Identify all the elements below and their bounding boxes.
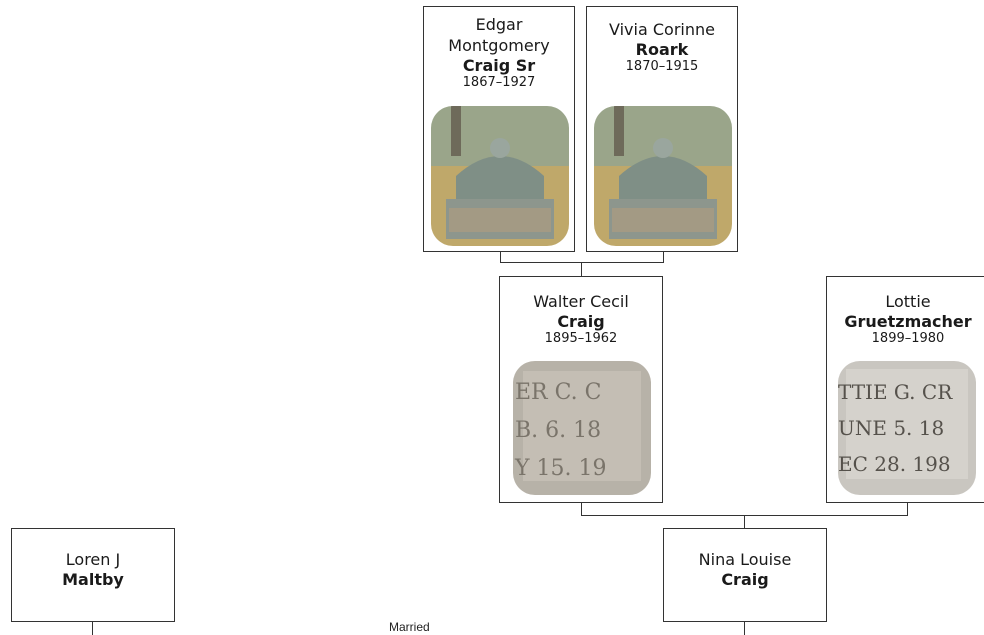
life-years: 1870–1915 [625,59,699,74]
surname: Gruetzmacher [844,312,972,331]
surname: Craig [557,312,605,331]
headstone-photo[interactable] [431,106,569,246]
connector-line [744,515,745,528]
connector-line [500,251,501,262]
person-card-edgar[interactable]: Edgar Montgomery Craig Sr 1867–1927 [423,6,575,252]
person-card-vivia[interactable]: Vivia Corinne Roark 1870–1915 [586,6,738,252]
connector-line [581,262,582,276]
surname: Craig [721,570,769,589]
surname: Craig Sr [462,56,536,75]
connector-line [907,502,908,515]
given-name: Lottie [885,292,931,311]
connector-line [663,251,664,262]
headstone-photo[interactable]: ER C. C B. 6. 18 Y 15. 19 [513,361,651,495]
surname: Roark [635,40,689,59]
svg-text:B. 6. 18: B. 6. 18 [515,418,601,443]
svg-text:ER C. C: ER C. C [515,380,602,405]
person-card-lottie[interactable]: Lottie Gruetzmacher 1899–1980 TTIE G. CR… [826,276,984,503]
headstone-photo[interactable] [594,106,732,246]
headstone-photo[interactable]: TTIE G. CR UNE 5. 18 EC 28. 198 [838,361,976,495]
given-name: Vivia Corinne [609,20,715,39]
svg-text:Y 15. 19: Y 15. 19 [514,456,607,481]
connector-line [92,621,93,635]
svg-text:TTIE G. CR: TTIE G. CR [838,380,953,404]
connector-line [744,621,745,635]
person-card-walter[interactable]: Walter Cecil Craig 1895–1962 ER C. C B. … [499,276,663,503]
given-name: Loren J [65,550,121,569]
life-years: 1867–1927 [462,75,536,90]
connector-line [581,502,582,515]
life-years: 1899–1980 [871,331,945,346]
given-name: Edgar Montgomery [448,15,550,55]
surname: Maltby [62,570,124,589]
person-card-nina[interactable]: Nina Louise Craig [663,528,827,622]
svg-text:UNE 5. 18: UNE 5. 18 [838,416,944,440]
given-name: Walter Cecil [533,292,629,311]
given-name: Nina Louise [698,550,792,569]
person-card-loren[interactable]: Loren J Maltby [11,528,175,622]
life-years: 1895–1962 [544,331,618,346]
connector-line [500,262,664,263]
relationship-label: Married [389,620,430,634]
svg-text:EC 28. 198: EC 28. 198 [838,452,951,476]
